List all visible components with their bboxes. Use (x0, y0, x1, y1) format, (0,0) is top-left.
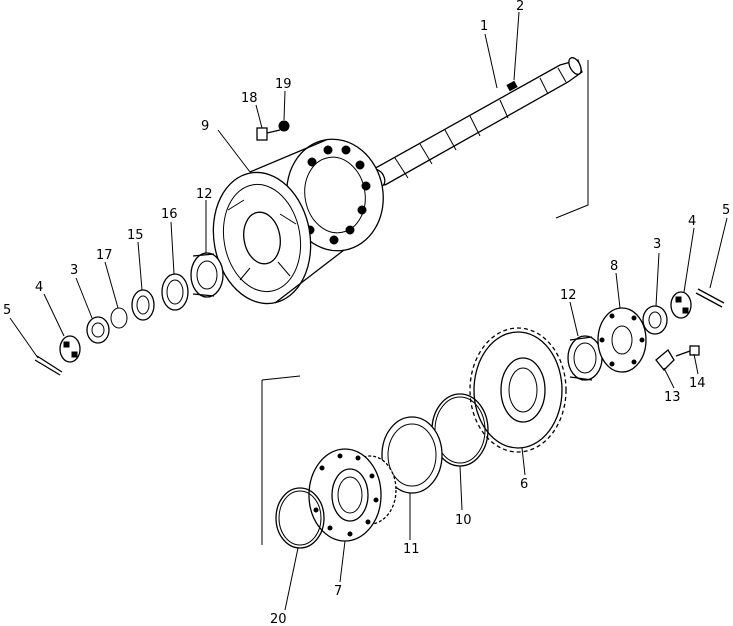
label-part-10: 10 (455, 513, 472, 528)
label-part-4-right: 4 (688, 214, 696, 229)
label-part-18: 18 (241, 91, 258, 106)
hub-part-9 (212, 138, 384, 305)
shaft-part-1 (370, 57, 583, 188)
label-part-7: 7 (334, 584, 342, 599)
label-part-4-left: 4 (35, 280, 43, 295)
bolt-part-18 (256, 127, 281, 141)
label-part-11: 11 (403, 542, 420, 557)
lock-plate-part-13 (655, 349, 675, 371)
bearing-part-12-left (190, 252, 224, 298)
label-part-8: 8 (610, 259, 618, 274)
label-part-17: 17 (96, 248, 113, 263)
leader-lines (9, 11, 728, 611)
bearing-part-15 (131, 289, 155, 321)
label-part-19: 19 (275, 77, 292, 92)
label-part-16: 16 (161, 207, 178, 222)
label-part-3-right: 3 (653, 237, 661, 252)
ring-part-17 (110, 307, 128, 329)
ring-part-20 (275, 487, 325, 549)
washer-part-19 (278, 120, 290, 132)
label-part-20: 20 (270, 612, 287, 626)
label-part-9: 9 (201, 119, 209, 134)
label-part-1: 1 (480, 19, 488, 34)
cotter-pin-part-5-left (34, 355, 63, 376)
label-part-12-right: 12 (560, 288, 577, 303)
bolt-part-14 (675, 345, 700, 357)
label-part-15: 15 (127, 228, 144, 243)
bracket-line-shaft (555, 60, 589, 219)
nut-part-4-right (670, 291, 692, 319)
bearing-part-12-right (567, 335, 603, 381)
label-part-14: 14 (689, 376, 706, 391)
label-part-3-left: 3 (70, 263, 78, 278)
label-part-5-left: 5 (3, 303, 11, 318)
seal-part-16 (161, 273, 189, 311)
label-part-13: 13 (664, 390, 681, 405)
ring-part-11 (381, 416, 443, 494)
label-part-5-right: 5 (722, 203, 730, 218)
housing-part-7 (308, 448, 397, 542)
washer-part-3-right (642, 305, 668, 335)
nut-part-4-left (59, 335, 81, 363)
label-part-6: 6 (520, 477, 528, 492)
plate-part-8 (597, 307, 647, 373)
part-labels: 1 2 18 19 9 12 16 15 17 3 4 5 12 8 3 4 5… (3, 0, 730, 626)
washer-part-3-left (86, 316, 110, 344)
label-part-2: 2 (516, 0, 524, 14)
cotter-pin-part-5-right (695, 288, 725, 308)
label-part-12-left: 12 (196, 187, 213, 202)
gear-part-6 (469, 327, 567, 453)
